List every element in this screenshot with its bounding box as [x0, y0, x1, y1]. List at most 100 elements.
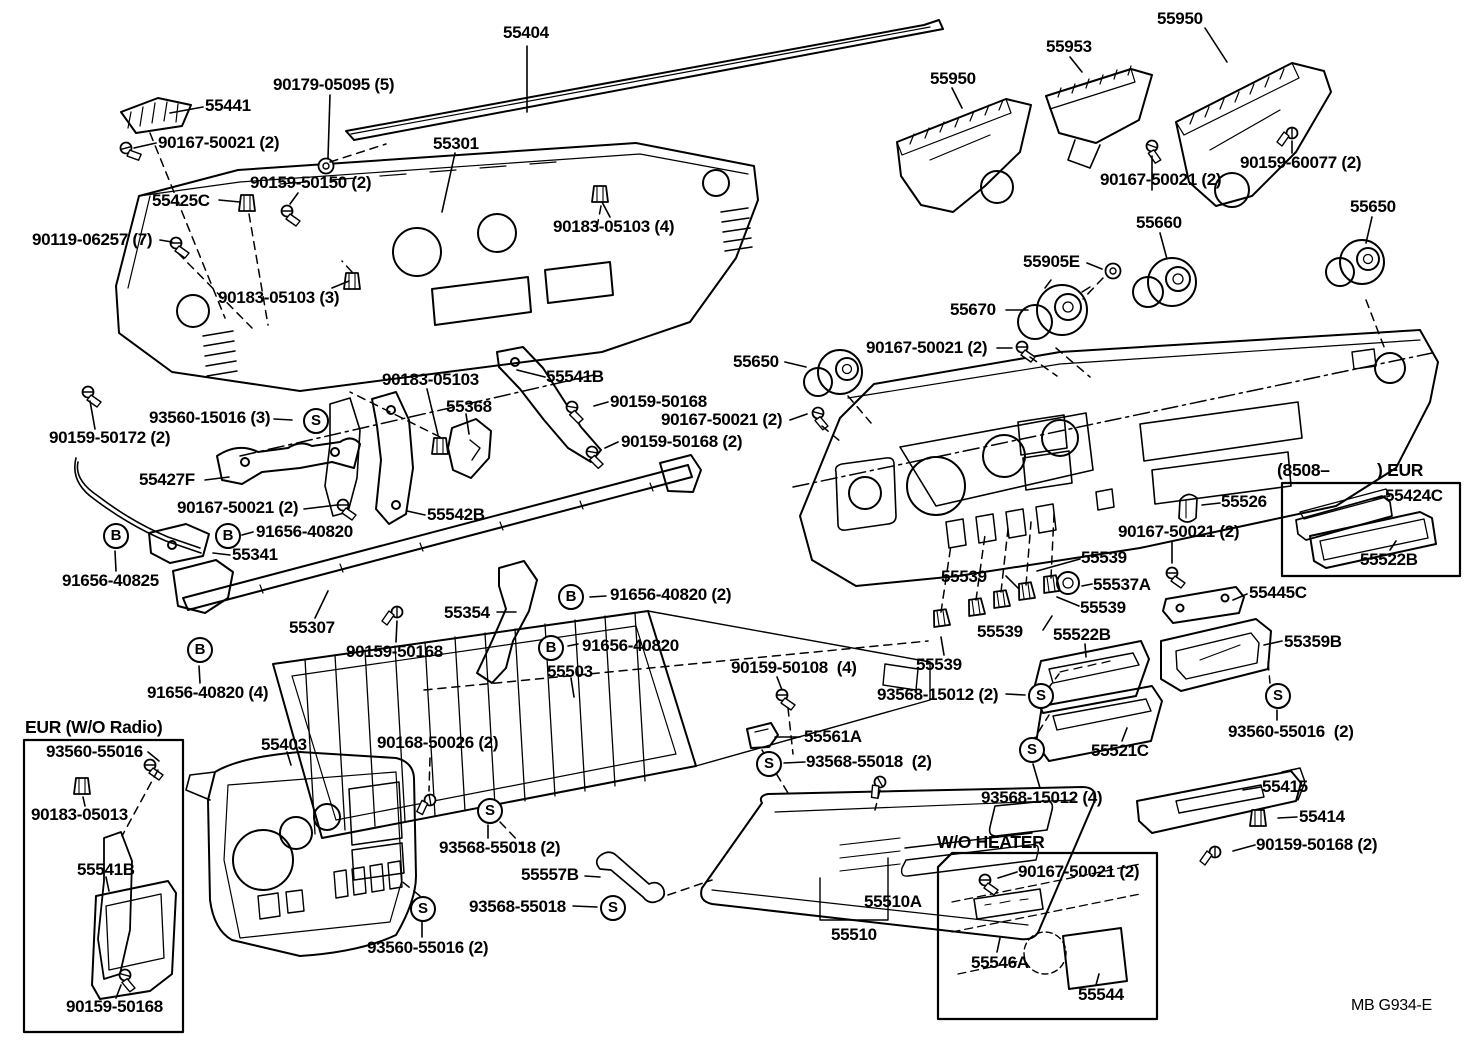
part-label-55526: 55526 — [1221, 492, 1267, 511]
part-label-55424c: 55424C — [1385, 486, 1443, 505]
inset-title-eur-wo-radio: EUR (W/O Radio) — [25, 717, 163, 737]
part-label-55950: 55950 — [1157, 9, 1203, 28]
part-label-55650: 55650 — [1350, 197, 1396, 216]
part-55650-switch-left-drawing — [803, 349, 863, 397]
symbol-circled-b: B — [103, 523, 129, 549]
part-label-55521c: 55521C — [1091, 741, 1149, 760]
part-label-90183-05103-4: 90183-05103 (4) — [553, 217, 675, 236]
part-55537a-knob-drawing — [1056, 571, 1080, 595]
part-55415-tray-drawing — [1136, 767, 1306, 834]
part-label-55414: 55414 — [1299, 807, 1345, 826]
symbol-circled-b: B — [538, 635, 564, 661]
symbol-circled-s: S — [600, 895, 626, 921]
symbol-circled-s: S — [410, 896, 436, 922]
part-label-93560-55016-2: 93560-55016 (2) — [1228, 722, 1354, 741]
part-label-90159-50150-2: 90159-50150 (2) — [250, 173, 372, 192]
part-label-90159-50168-2: 90159-50168 (2) — [621, 432, 743, 451]
symbol-circled-b: B — [558, 584, 584, 610]
part-label-91656-40820: 91656-40820 — [582, 636, 679, 655]
part-55953-duct-center-drawing — [1045, 65, 1153, 169]
part-label-90183-05103: 90183-05103 — [382, 370, 479, 389]
part-label-90168-50026-2: 90168-50026 (2) — [377, 733, 499, 752]
part-label-90119-06257-7: 90119-06257 (7) — [32, 230, 153, 249]
part-label-93568-55018-2: 93568-55018 (2) — [806, 752, 932, 771]
part-55445c-bracket-drawing — [1162, 586, 1245, 624]
part-label-90159-60077-2: 90159-60077 (2) — [1240, 153, 1362, 172]
part-55427f-bracket-drawing — [216, 437, 361, 485]
part-label-93560-15016-3: 93560-15016 (3) — [149, 408, 271, 427]
part-label-55307: 55307 — [289, 618, 335, 637]
part-label-90167-50021-2: 90167-50021 (2) — [1100, 170, 1222, 189]
part-label-55354: 55354 — [444, 603, 490, 622]
part-label-90183-05013: 90183-05013 — [31, 805, 128, 824]
part-label-93568-15012-4: 93568-15012 (4) — [981, 788, 1103, 807]
part-label-55427f: 55427F — [139, 470, 195, 489]
part-label-55403: 55403 — [261, 735, 307, 754]
part-label-90167-50021-2: 90167-50021 (2) — [158, 133, 280, 152]
part-55541b-bracket-drawing — [496, 346, 602, 463]
part-label-55522b: 55522B — [1053, 625, 1111, 644]
part-label-90167-50021-2: 90167-50021 (2) — [1018, 862, 1140, 881]
part-55526-clip-drawing — [1178, 493, 1198, 523]
part-label-90159-50168: 90159-50168 — [346, 642, 443, 661]
part-label-55522b: 55522B — [1360, 550, 1418, 569]
part-55650-switch-right-drawing — [1325, 239, 1385, 287]
part-label-90159-50108-4: 90159-50108 (4) — [731, 658, 857, 677]
symbol-circled-b: B — [215, 523, 241, 549]
part-label-55510a: 55510A — [864, 892, 922, 911]
part-55368-bracket-drawing — [447, 418, 492, 479]
symbol-circled-s: S — [1019, 737, 1045, 763]
part-label-55415: 55415 — [1262, 777, 1308, 796]
part-label-55539: 55539 — [1080, 598, 1126, 617]
inset-title-eur-8508-right: ) EUR — [1377, 460, 1424, 480]
part-55441-cap-drawing — [120, 97, 192, 134]
part-label-55546a: 55546A — [971, 953, 1029, 972]
part-label-55425c: 55425C — [152, 191, 210, 210]
part-label-55359b: 55359B — [1284, 632, 1342, 651]
inset-eur-wo-radio-box — [22, 738, 185, 1034]
inset-wo-heater-box — [936, 851, 1159, 1021]
part-label-55510: 55510 — [831, 925, 877, 944]
part-55950-duct-left-drawing — [896, 98, 1032, 213]
inset-title-eur-8508-left: (8508– — [1277, 460, 1330, 480]
part-label-55905e: 55905E — [1023, 252, 1080, 271]
dashed-lines — [121, 132, 1433, 897]
part-label-90159-50172-2: 90159-50172 (2) — [49, 428, 171, 447]
part-label-90159-50168: 90159-50168 — [66, 997, 163, 1016]
drawing-code: MB G934-E — [1351, 997, 1432, 1014]
symbol-circled-s: S — [303, 408, 329, 434]
part-label-55544: 55544 — [1078, 985, 1124, 1004]
part-label-55542b: 55542B — [427, 505, 485, 524]
part-55403-cluster-finish-panel-drawing — [185, 751, 417, 957]
symbol-circled-s: S — [1265, 683, 1291, 709]
part-label-55441: 55441 — [205, 96, 251, 115]
part-label-90167-50021-2: 90167-50021 (2) — [866, 338, 988, 357]
part-label-90159-50168-2: 90159-50168 (2) — [1256, 835, 1378, 854]
part-91656-40825-rod-drawing — [74, 457, 202, 554]
part-55359b-box-drawing — [1160, 618, 1272, 692]
part-55341-bracket-drawing — [148, 523, 210, 564]
symbol-circled-s: S — [477, 798, 503, 824]
part-label-55660: 55660 — [1136, 213, 1182, 232]
part-55660-switch-drawing — [1132, 257, 1197, 308]
part-label-55537a: 55537A — [1093, 575, 1151, 594]
part-label-90183-05103-3: 90183-05103 (3) — [218, 288, 340, 307]
part-55301-instrument-panel-drawing — [115, 142, 759, 392]
part-label-55341: 55341 — [232, 545, 278, 564]
part-label-55301: 55301 — [433, 134, 479, 153]
part-label-93568-55018: 93568-55018 — [469, 897, 566, 916]
part-dash-panel-right-drawing — [799, 329, 1439, 587]
part-label-93568-15012-2: 93568-15012 (2) — [877, 685, 999, 704]
part-55307-reinforcement-drawing — [172, 454, 702, 614]
part-label-91656-40820-2: 91656-40820 (2) — [610, 585, 732, 604]
part-label-55541b: 55541B — [546, 367, 604, 386]
part-label-55561a: 55561A — [804, 727, 862, 746]
part-label-55650: 55650 — [733, 352, 779, 371]
part-55557b-link-drawing — [595, 851, 666, 904]
part-label-55503: 55503 — [547, 662, 593, 681]
part-label-55670: 55670 — [950, 300, 996, 319]
part-label-55953: 55953 — [1046, 37, 1092, 56]
part-55404-moulding-drawing — [345, 19, 944, 141]
part-label-55539: 55539 — [916, 655, 962, 674]
